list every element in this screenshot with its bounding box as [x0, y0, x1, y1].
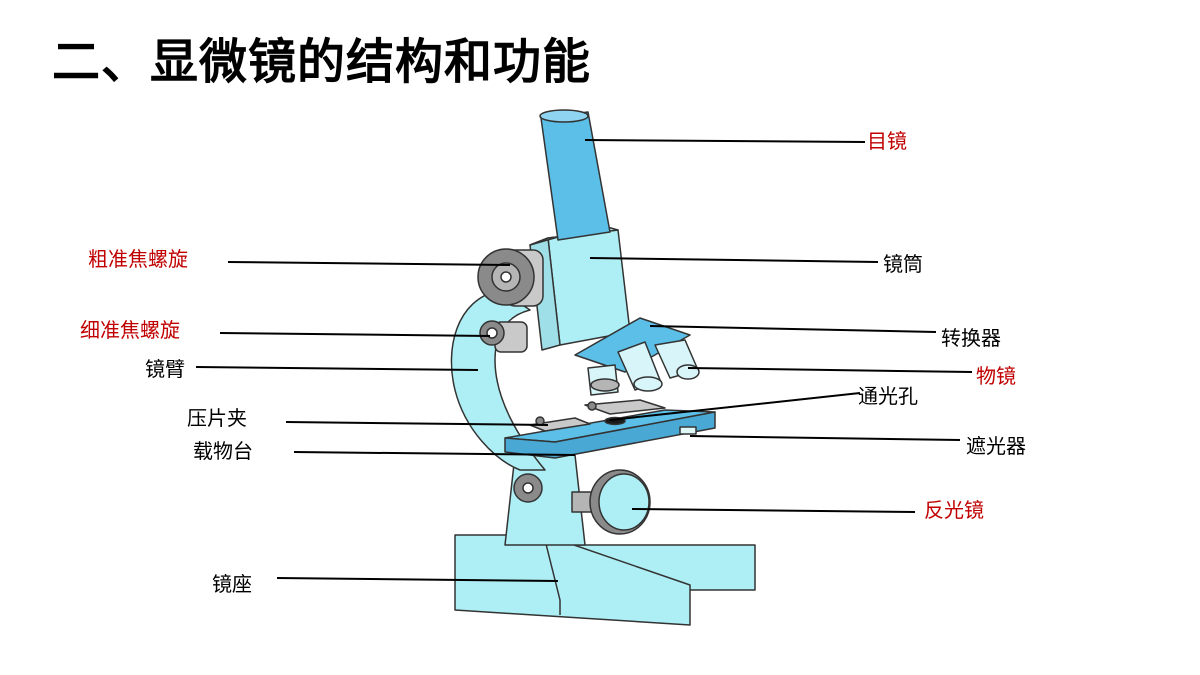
fine-focus-knob: [479, 320, 528, 353]
label-stage: 载物台: [193, 439, 253, 463]
stage: [504, 409, 716, 459]
leader-clip: [285, 421, 549, 426]
eyepiece: [539, 109, 611, 241]
label-coarse-focus: 粗准焦螺旋: [88, 247, 188, 271]
label-mirror: 反光镜: [924, 498, 984, 522]
leader-tube: [589, 257, 879, 263]
leader-stage: [293, 451, 576, 456]
tube-body: [529, 224, 631, 351]
leader-arm: [195, 366, 479, 371]
objective-lenses: [587, 339, 700, 396]
stage-clips: [529, 399, 666, 432]
label-arm: 镜臂: [145, 357, 185, 381]
page-title: 二、显微镜的结构和功能: [52, 34, 592, 90]
label-eyepiece: 目镜: [867, 129, 907, 153]
label-converter: 转换器: [941, 326, 1001, 350]
mirror: [571, 469, 651, 535]
label-objective: 物镜: [976, 364, 1016, 388]
leader-objective: [687, 367, 973, 373]
leader-eyepiece: [584, 139, 866, 143]
label-fine-focus: 细准焦螺旋: [80, 318, 180, 342]
label-diaphragm: 遮光器: [966, 434, 1026, 458]
leader-mirror: [631, 508, 916, 513]
label-base: 镜座: [212, 572, 252, 596]
label-clip: 压片夹: [187, 406, 247, 430]
coarse-focus-knob: [477, 248, 544, 307]
label-tube: 镜筒: [883, 252, 923, 276]
leader-base: [276, 577, 559, 582]
leader-diaphragm: [689, 435, 961, 441]
stage-knob: [513, 473, 543, 503]
leader-aperture: [609, 392, 861, 421]
label-aperture: 通光孔: [858, 384, 918, 408]
leader-fine: [219, 332, 491, 337]
leader-coarse: [227, 261, 511, 266]
leader-converter: [649, 325, 937, 333]
microscope-base: [454, 534, 756, 626]
